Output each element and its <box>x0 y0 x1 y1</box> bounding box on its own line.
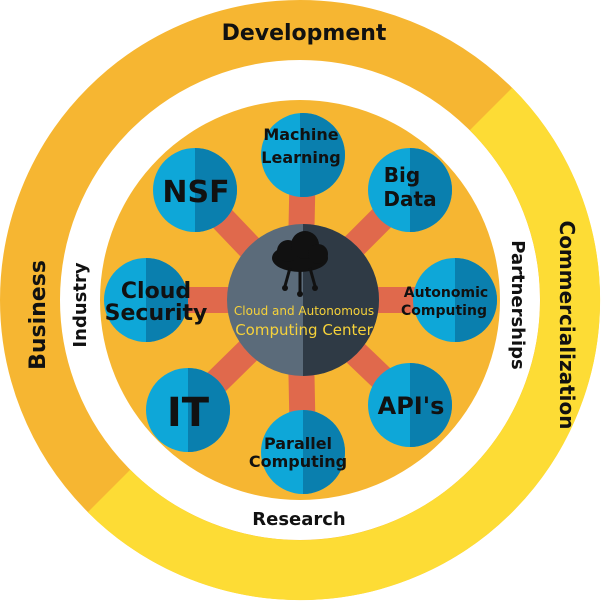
label-nsf: NSF <box>162 175 229 210</box>
ring-inner-left-label: Industry <box>70 262 91 347</box>
node-it <box>146 368 230 452</box>
hub-line-2: Computing Center <box>235 321 373 339</box>
label-autonomic-1: Autonomic <box>404 285 488 301</box>
label-autonomic-2: Computing <box>401 303 487 319</box>
cloud-network-icon <box>272 231 328 297</box>
ring-inner-right-label: Partnerships <box>507 240 528 370</box>
label-cloud-security-1: Cloud <box>121 279 191 304</box>
node-autonomic-computing <box>413 258 497 342</box>
node-cloud-security <box>104 258 188 342</box>
ring-outer-right-label: Commercialization <box>555 221 579 430</box>
label-apis: API's <box>378 392 445 420</box>
label-parallel-2: Computing <box>249 452 347 471</box>
label-parallel-1: Parallel <box>264 434 332 453</box>
node-machine-learning <box>261 113 345 197</box>
nodes <box>104 113 497 494</box>
node-nsf <box>153 148 237 232</box>
node-big-data <box>368 148 452 232</box>
label-big-data-2: Data <box>383 187 436 211</box>
node-apis <box>368 363 452 447</box>
node-parallel-computing <box>261 410 345 494</box>
label-machine-learning-1: Machine <box>263 125 338 144</box>
label-it: IT <box>167 390 210 436</box>
hub-line-1: Cloud and Autonomous <box>234 304 374 318</box>
label-cloud-security-2: Security <box>105 301 208 326</box>
outer-ring-yellow <box>87 87 601 601</box>
ring-inner-bottom-label: Research <box>252 509 346 530</box>
ring-outer-left-label: Business <box>26 260 51 370</box>
node-labels: Machine Learning Big Data Autonomic Comp… <box>105 125 489 471</box>
hub: Cloud and Autonomous Computing Center <box>227 224 379 376</box>
ring-outer-top-label: Development <box>222 21 387 46</box>
label-big-data-1: Big <box>384 163 420 187</box>
label-machine-learning-2: Learning <box>261 148 340 167</box>
